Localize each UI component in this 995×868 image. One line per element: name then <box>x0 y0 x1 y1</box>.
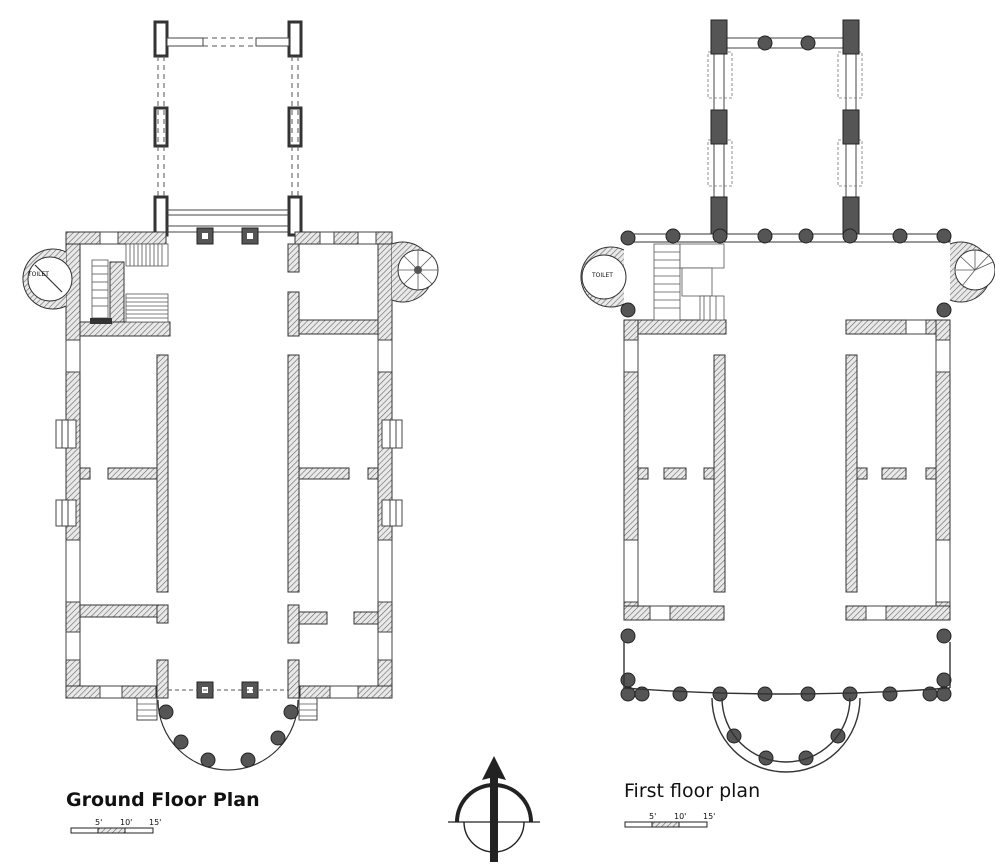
porch-columns <box>153 20 303 237</box>
toilet-label-ground: TOILET <box>28 271 49 278</box>
scale-tick-10-first: 10' <box>674 812 687 821</box>
scale-tick-5-ground: 5' <box>95 818 103 827</box>
entrance-bay <box>136 697 318 771</box>
porch-beams <box>157 37 299 197</box>
scale-tick-5-first: 5' <box>649 812 657 821</box>
scale-bar-first <box>624 821 708 828</box>
ground-floor-plan-title: Ground Floor Plan <box>66 789 260 811</box>
scale-tick-10-ground: 10' <box>120 818 133 827</box>
upper-porch <box>707 19 863 241</box>
scale-bar-ground <box>70 827 154 834</box>
scale-tick-15-ground: 15' <box>149 818 162 827</box>
toilet-label-first: TOILET <box>592 272 613 279</box>
piers <box>196 227 259 699</box>
spiral-stair <box>391 241 439 303</box>
north-arrow-icon <box>448 756 540 862</box>
interior-walls <box>79 243 379 699</box>
toilet-tower <box>22 248 73 310</box>
scale-tick-15-first: 15' <box>703 812 716 821</box>
ground-floor-plan <box>22 20 439 771</box>
staircase <box>91 243 169 323</box>
first-floor-plan-title: First floor plan <box>624 780 761 802</box>
windows <box>65 231 393 699</box>
first-floor-plan <box>580 19 995 773</box>
